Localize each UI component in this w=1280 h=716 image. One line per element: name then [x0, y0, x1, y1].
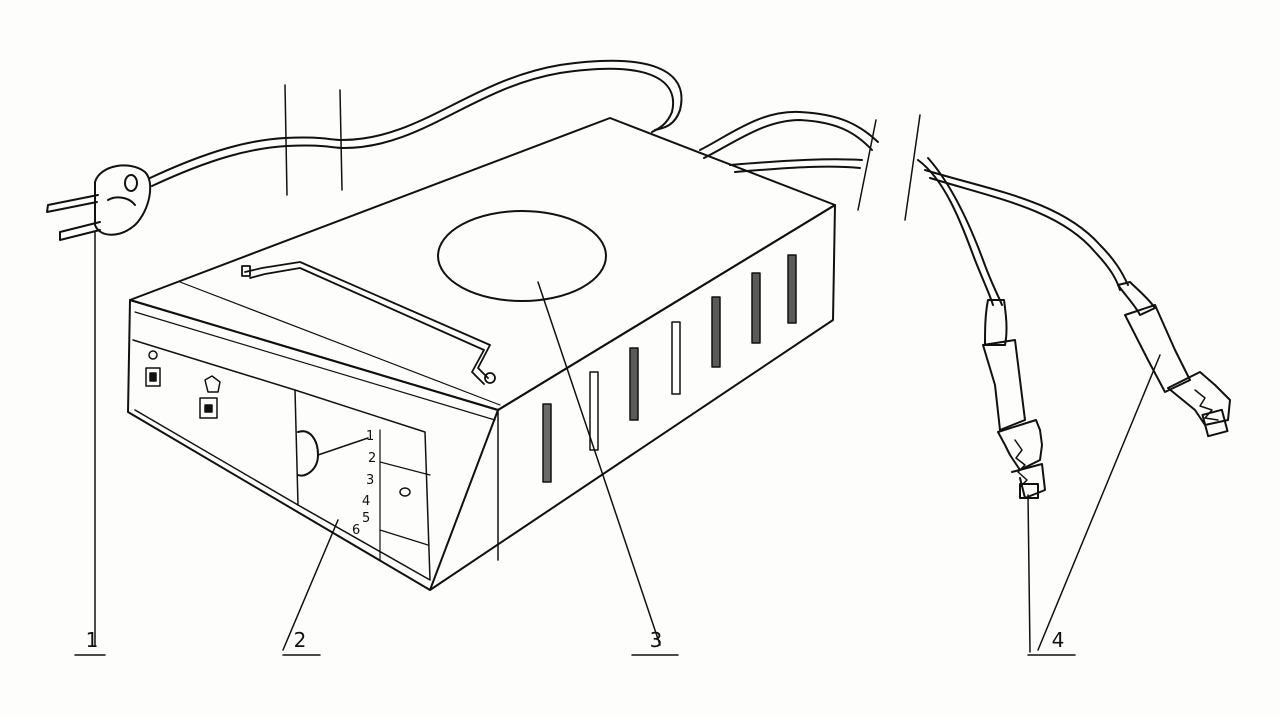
vent-slots	[542, 254, 797, 483]
range-selector: 1 2 3 4 5 6	[297, 429, 376, 538]
callout-3: 3	[649, 628, 663, 652]
callout-4: 4	[1051, 628, 1065, 652]
scale-num-6: 6	[352, 523, 360, 538]
callout-1: 1	[85, 628, 99, 652]
top-circle	[437, 210, 607, 302]
top-handle	[241, 261, 496, 385]
scale-num-4: 4	[362, 494, 370, 509]
scale-num-5: 5	[362, 511, 370, 526]
clamp-right	[1117, 281, 1231, 438]
output-cable	[699, 110, 1129, 306]
scale-num-2: 2	[368, 451, 376, 466]
leader-lines	[74, 231, 1161, 656]
clamp-left	[982, 299, 1046, 499]
cable-break-right	[857, 114, 921, 221]
front-controls	[145, 350, 411, 497]
scale-num-1: 1	[366, 429, 374, 444]
charger-body	[127, 117, 836, 591]
plug	[46, 164, 152, 241]
callout-2: 2	[293, 628, 307, 652]
scale-num-3: 3	[366, 473, 374, 488]
mains-cable	[149, 59, 683, 187]
